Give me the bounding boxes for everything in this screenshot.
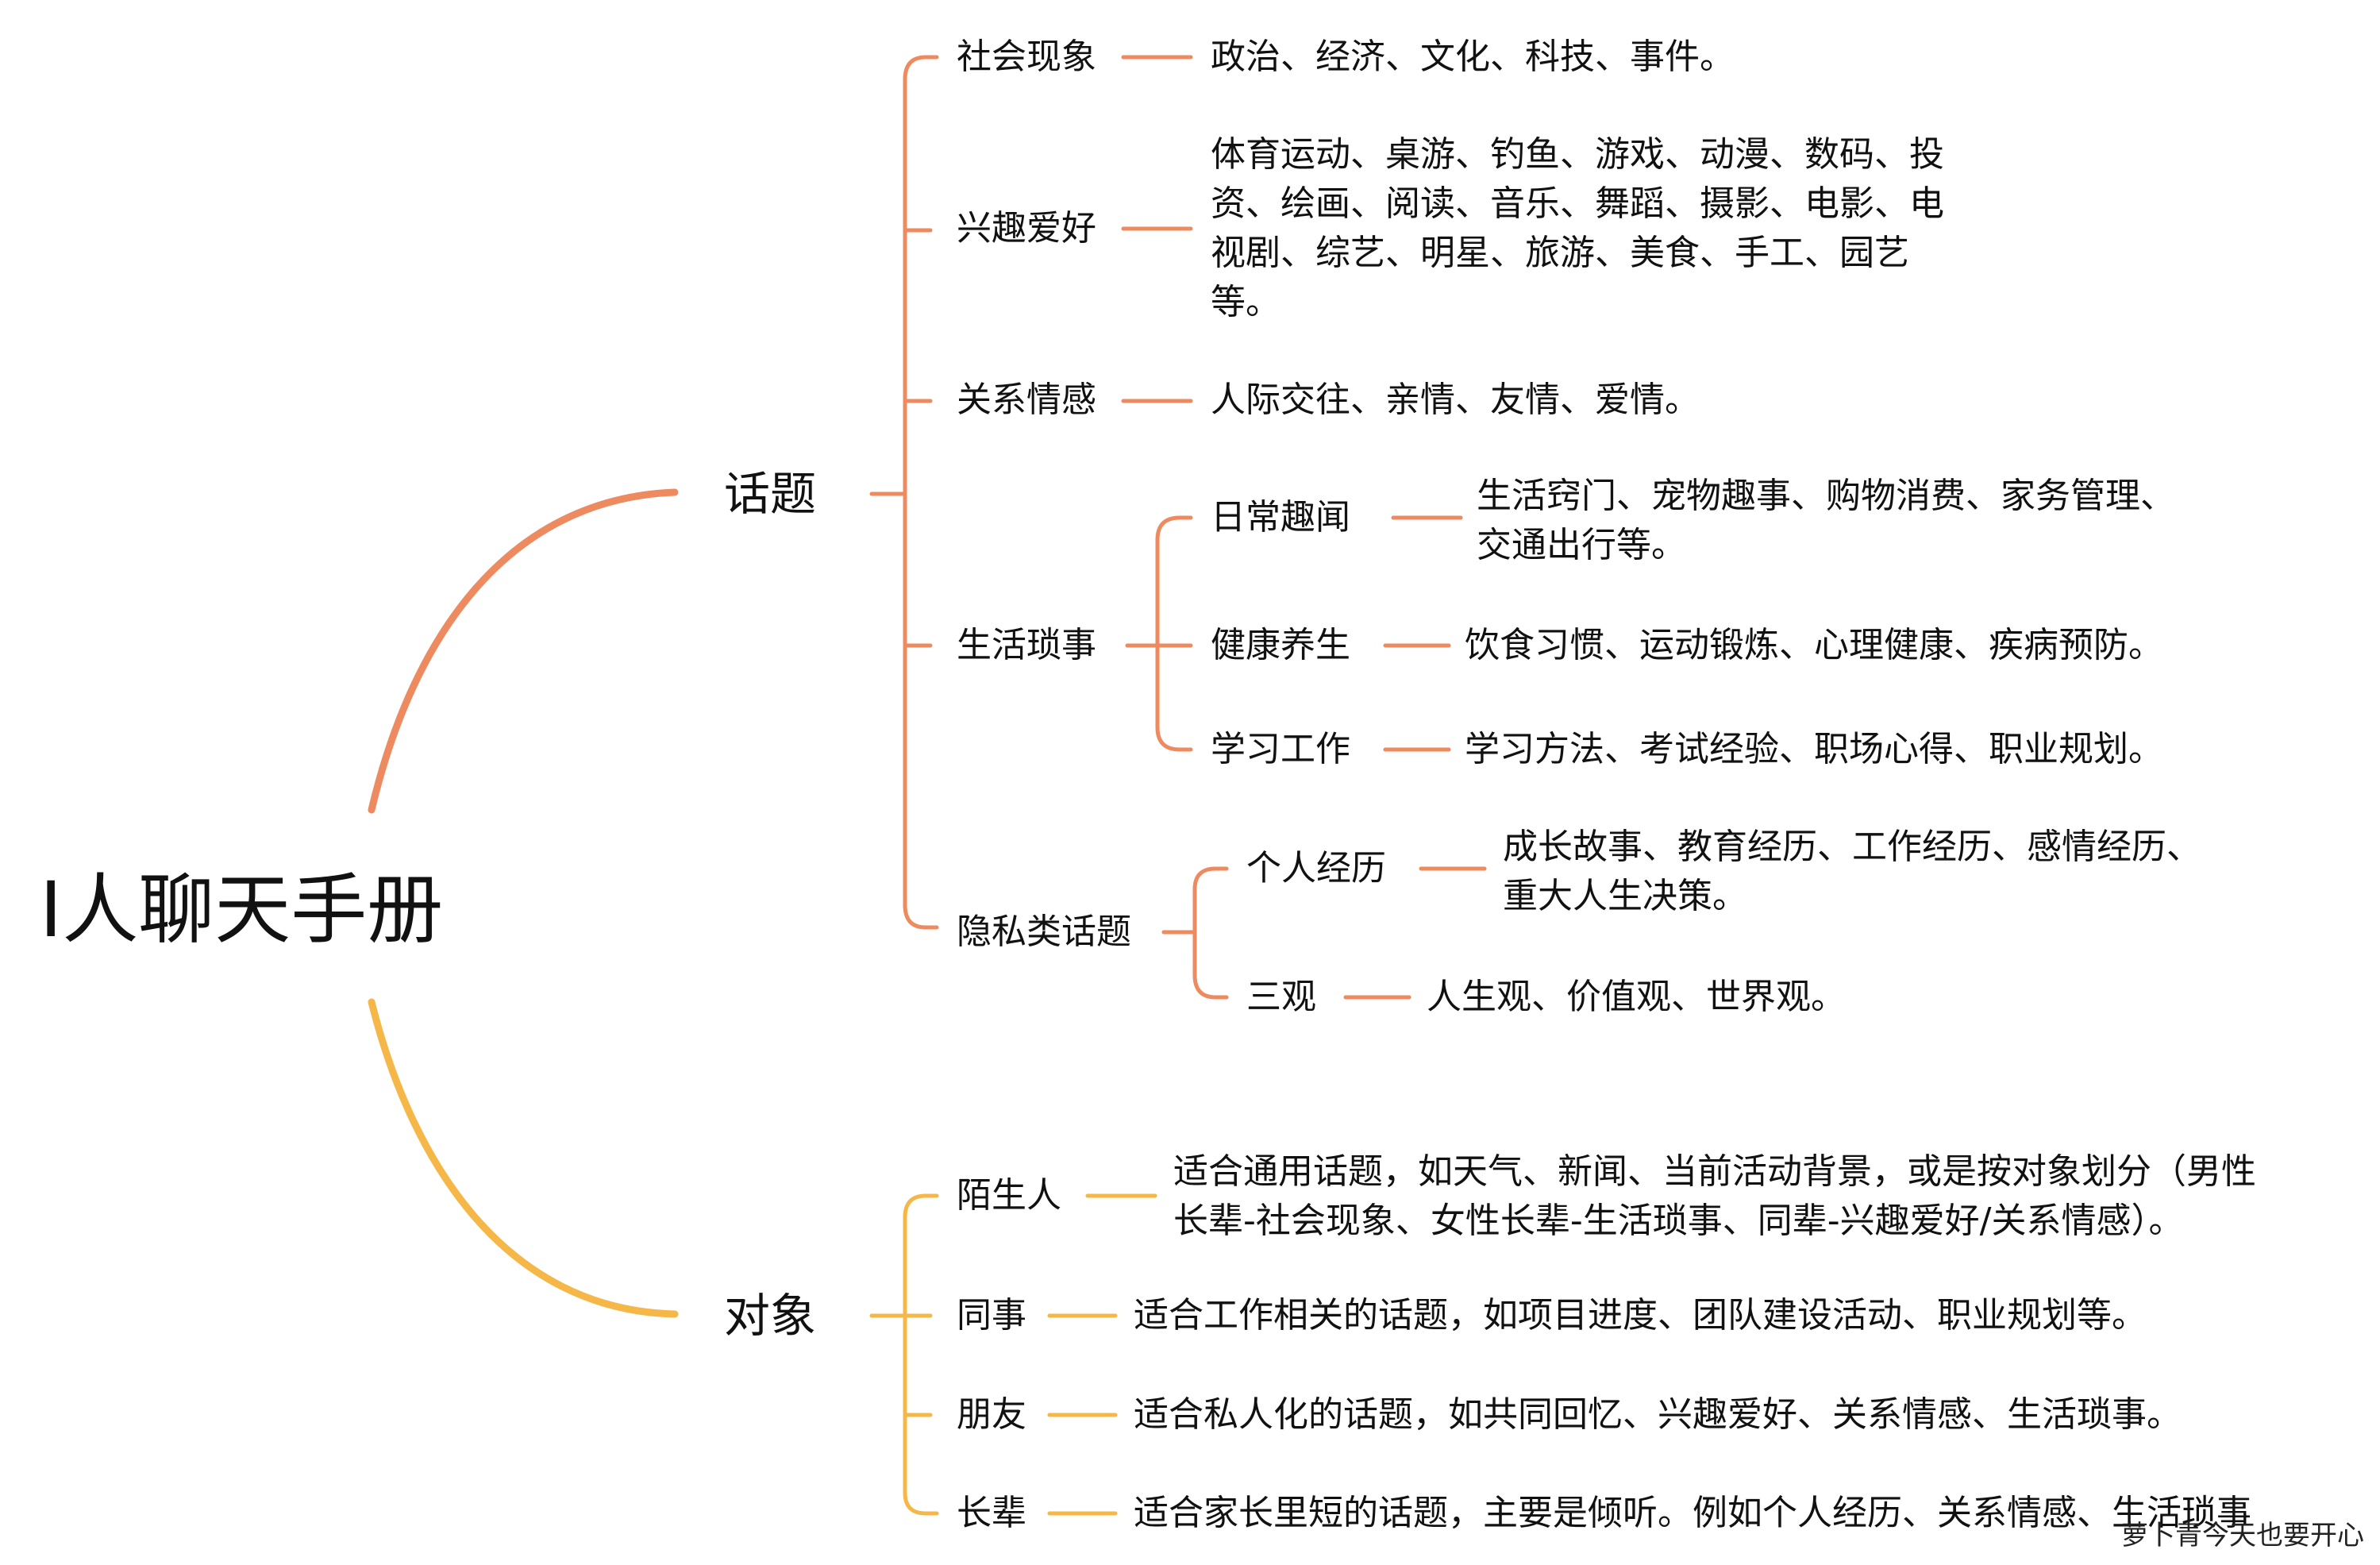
detail-life-study: 学习方法、考试经验、职场心得、职业规划。 bbox=[1465, 729, 2163, 769]
root-title: I人聊天手册 bbox=[40, 865, 444, 954]
connector-root-topic bbox=[368, 488, 679, 814]
node-life-study: 学习工作 bbox=[1211, 729, 1350, 769]
node-social: 社会现象 bbox=[957, 37, 1096, 77]
detail-life-health: 饮食习惯、运动锻炼、心理健康、疾病预防。 bbox=[1465, 625, 2163, 665]
detail-hobby-line-2: 资、绘画、阅读、音乐、舞蹈、摄影、电影、电 bbox=[1211, 183, 1944, 224]
detail-elder: 适合家长里短的话题，主要是倾听。例如个人经历、关系情感、生活琐事 bbox=[1134, 1493, 2251, 1533]
detail-social: 政治、经济、文化、科技、事件。 bbox=[1211, 37, 1735, 77]
object-connectors bbox=[869, 1193, 1157, 1516]
branch-topic: 话题 bbox=[724, 467, 817, 521]
detail-hobby-line-1: 体育运动、桌游、钓鱼、游戏、动漫、数码、投 bbox=[1211, 134, 1944, 175]
topic-connectors bbox=[869, 55, 1487, 1000]
detail-stranger-line-1: 适合通用话题，如天气、新闻、当前活动背景，或是按对象划分（男性 bbox=[1173, 1151, 2256, 1192]
node-elder: 长辈 bbox=[957, 1493, 1026, 1533]
node-hobby: 兴趣爱好 bbox=[957, 208, 1096, 249]
branch-object: 对象 bbox=[724, 1289, 817, 1343]
detail-life-daily-line-1: 生活窍门、宠物趣事、购物消费、家务管理、 bbox=[1477, 476, 2175, 516]
detail-stranger-line-2: 长辈-社会现象、女性长辈-生活琐事、同辈-兴趣爱好/关系情感）。 bbox=[1173, 1201, 2184, 1241]
detail-friend: 适合私人化的话题，如共同回忆、兴趣爱好、关系情感、生活琐事。 bbox=[1134, 1394, 2182, 1435]
node-privacy: 隐私类话题 bbox=[957, 912, 1131, 952]
watermark: 萝卜青今天也要开心 bbox=[2121, 1520, 2364, 1552]
node-friend: 朋友 bbox=[957, 1394, 1026, 1435]
detail-privacy-experience-line-2: 重大人生决策。 bbox=[1503, 876, 1747, 916]
detail-hobby-line-4: 等。 bbox=[1211, 282, 1281, 322]
node-privacy-experience: 个人经历 bbox=[1246, 848, 1386, 889]
connector-root-object bbox=[368, 998, 679, 1318]
detail-privacy-values: 人生观、价值观、世界观。 bbox=[1427, 977, 1846, 1017]
detail-privacy-experience-line-1: 成长故事、教育经历、工作经历、感情经历、 bbox=[1503, 827, 2201, 867]
node-life-health: 健康养生 bbox=[1211, 625, 1350, 665]
node-stranger: 陌生人 bbox=[957, 1175, 1061, 1216]
detail-colleague: 适合工作相关的话题，如项目进度、团队建设活动、职业规划等。 bbox=[1134, 1295, 2147, 1336]
detail-relation: 人际交往、亲情、友情、爱情。 bbox=[1211, 380, 1700, 420]
node-life: 生活琐事 bbox=[957, 625, 1096, 665]
detail-life-daily-line-2: 交通出行等。 bbox=[1477, 525, 1686, 565]
node-life-daily: 日常趣闻 bbox=[1211, 497, 1350, 538]
node-colleague: 同事 bbox=[957, 1295, 1026, 1336]
node-relation: 关系情感 bbox=[957, 380, 1096, 420]
node-privacy-values: 三观 bbox=[1246, 977, 1316, 1017]
detail-hobby-line-3: 视剧、综艺、明星、旅游、美食、手工、园艺 bbox=[1211, 233, 1909, 273]
